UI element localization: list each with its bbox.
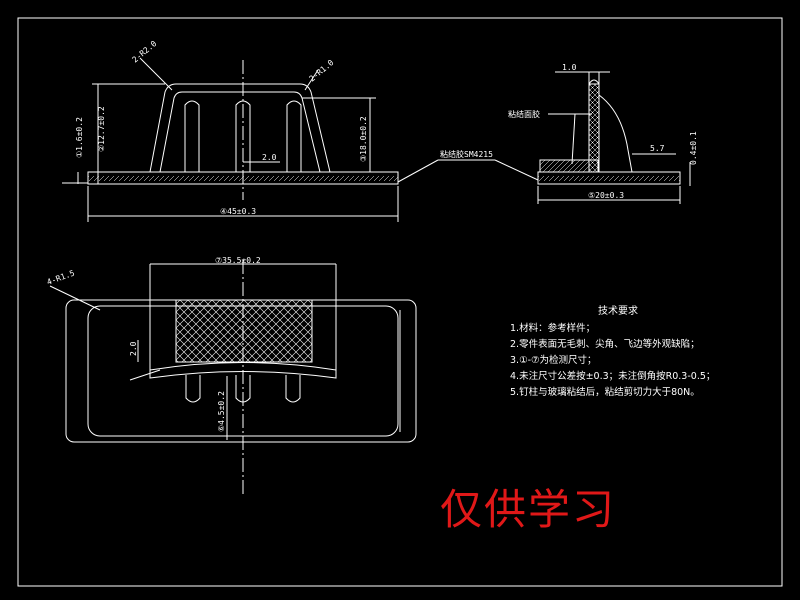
adhesive-leader [397, 159, 539, 183]
dim-2: ②12.7±0.2 [97, 106, 106, 152]
side-view [537, 71, 691, 204]
tech-item-1: 1.材料：参考样件； [510, 322, 595, 334]
dim-pin-radius: 2-R2.0 [131, 39, 159, 65]
front-body-inner [159, 91, 321, 173]
dim-1: ①1.6±0.2 [75, 117, 84, 158]
dim-top-width: ⑦35.5±0.2 [215, 256, 261, 265]
plate-label: 粘结面胶 [508, 109, 540, 119]
side-pin-top [588, 79, 600, 85]
tech-item-2: 2.零件表面无毛刺、尖角、飞边等外观缺陷； [510, 338, 700, 350]
dim-slot-width: 2.0 [262, 153, 277, 162]
tech-requirements: 技术要求 1.材料：参考样件； 2.零件表面无毛刺、尖角、飞边等外观缺陷； 3.… [510, 304, 715, 398]
dim-outer-radius: 2-R1.0 [308, 58, 336, 84]
dim-base-length: ④45±0.3 [220, 207, 256, 216]
front-view [62, 57, 399, 222]
dim-thickness: 1.0 [562, 63, 577, 72]
dim-corner: 4-R1.5 [46, 268, 76, 286]
top-pin-left [185, 375, 201, 403]
tech-item-4: 4.未注尺寸公差按±0.3；未注倒角按R0.3-0.5； [510, 370, 715, 382]
dim-pin-offset: ⑥4.5±0.2 [217, 391, 226, 432]
top-contact-pad [175, 299, 313, 363]
adhesive-label: 粘结胶SM4215 [440, 149, 493, 159]
front-body-outer [149, 83, 331, 173]
side-pin [588, 83, 600, 173]
tech-title: 技术要求 [598, 304, 638, 317]
dim-side-height: 0.4±0.1 [689, 131, 698, 165]
tech-item-5: 5.钉柱与玻璃粘结后，粘结剪切力大于80N。 [510, 386, 700, 398]
top-curved-plate [149, 362, 337, 379]
dim-rib-width: 5.7 [650, 144, 665, 153]
top-pin-center [235, 375, 251, 403]
watermark-text: 仅供学习 [440, 485, 616, 534]
side-rib [598, 94, 633, 173]
front-pin-left [184, 100, 200, 172]
side-base-hatch [538, 176, 680, 181]
front-pin-right [286, 100, 302, 172]
dim-side-base-length: ⑤20±0.3 [588, 191, 624, 200]
top-pin-right [285, 375, 301, 403]
dim-top-offset: 2.0 [129, 341, 138, 356]
front-pin-center [235, 100, 251, 172]
top-view [49, 260, 417, 495]
dim-3: ③18.0±0.2 [359, 116, 368, 162]
drawing-frame [17, 17, 783, 587]
front-base-hatch [88, 176, 398, 181]
tech-item-3: 3.①-⑦为检测尺寸； [510, 354, 597, 366]
